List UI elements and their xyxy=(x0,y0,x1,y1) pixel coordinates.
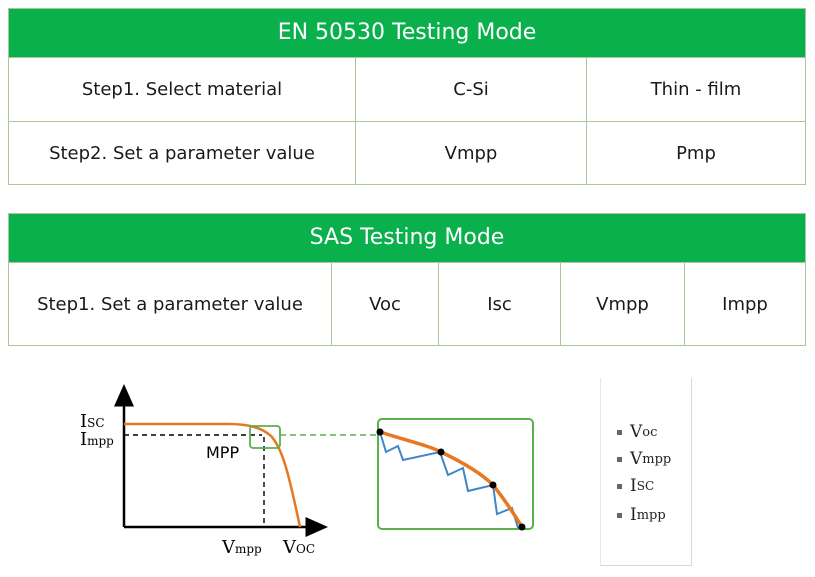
en50530-title: EN 50530 Testing Mode xyxy=(9,9,805,57)
voc-axis-label: VOC xyxy=(282,537,315,558)
table-row: Step2. Set a parameter value Vmpp Pmp xyxy=(9,121,805,185)
bullet-icon xyxy=(617,429,622,435)
table-row: Step1. Select material C-Si Thin - film xyxy=(9,57,805,121)
option-pmp[interactable]: Pmp xyxy=(586,122,805,185)
step2-label: Step2. Set a parameter value xyxy=(49,143,315,164)
option-voc[interactable]: Voc xyxy=(331,263,438,345)
sample-point xyxy=(489,481,497,489)
bullet-icon xyxy=(617,483,622,489)
iv-curve xyxy=(124,422,302,528)
en50530-table: EN 50530 Testing Mode Step1. Select mate… xyxy=(8,8,806,185)
bullet-icon xyxy=(617,512,622,518)
step-curve xyxy=(379,431,519,529)
zoom-panel xyxy=(377,418,534,530)
vmpp-axis-label: Vmpp xyxy=(221,537,262,558)
step1-label: Step1. Select material xyxy=(81,79,283,100)
sample-point xyxy=(437,448,445,456)
mpp-label: MPP xyxy=(206,443,239,462)
sample-point xyxy=(518,523,526,531)
option-thin-film[interactable]: Thin - film xyxy=(586,58,805,121)
zoom-curve xyxy=(379,430,524,528)
sas-title: SAS Testing Mode xyxy=(9,214,805,262)
mpp-zoom-box xyxy=(249,425,281,449)
isc-axis-label: ISC xyxy=(80,411,105,432)
sas-table: SAS Testing Mode Step1. Set a parameter … xyxy=(8,213,806,346)
option-csi[interactable]: C-Si xyxy=(355,58,586,121)
option-isc[interactable]: Isc xyxy=(438,263,560,345)
impp-axis-label: Impp xyxy=(80,429,114,450)
bullet-icon xyxy=(617,456,622,462)
option-vmpp[interactable]: Vmpp xyxy=(355,122,586,185)
option-impp[interactable]: Impp xyxy=(684,263,805,345)
table-row: Step1. Set a parameter value Voc Isc Vmp… xyxy=(9,262,805,345)
sas-step1-label: Step1. Set a parameter value xyxy=(37,293,303,315)
sample-point xyxy=(376,428,384,436)
option-vmpp[interactable]: Vmpp xyxy=(560,263,684,345)
